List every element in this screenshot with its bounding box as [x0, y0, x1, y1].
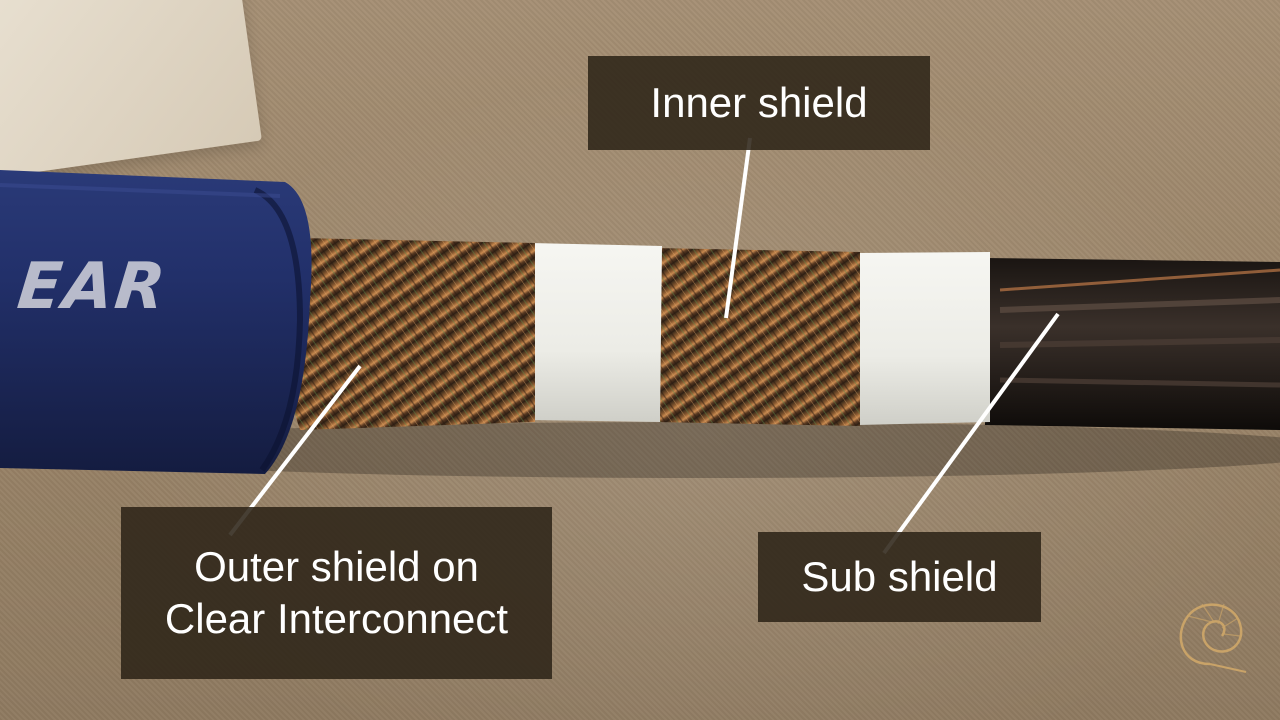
jacket-print-text: EAR [14, 250, 171, 324]
inner-shield-label: Inner shield [588, 56, 930, 150]
outer-shield-label: Outer shield on Clear Interconnect [121, 507, 552, 679]
outer-shield-label-line2: Clear Interconnect [164, 595, 509, 642]
inner-shield-label-text: Inner shield [650, 79, 868, 126]
sub-shield-label: Sub shield [758, 532, 1041, 622]
nautilus-shell-icon [1179, 603, 1247, 673]
sub-shield-label-text: Sub shield [801, 553, 998, 600]
outer-shield-label-line1: Outer shield on [194, 543, 479, 590]
